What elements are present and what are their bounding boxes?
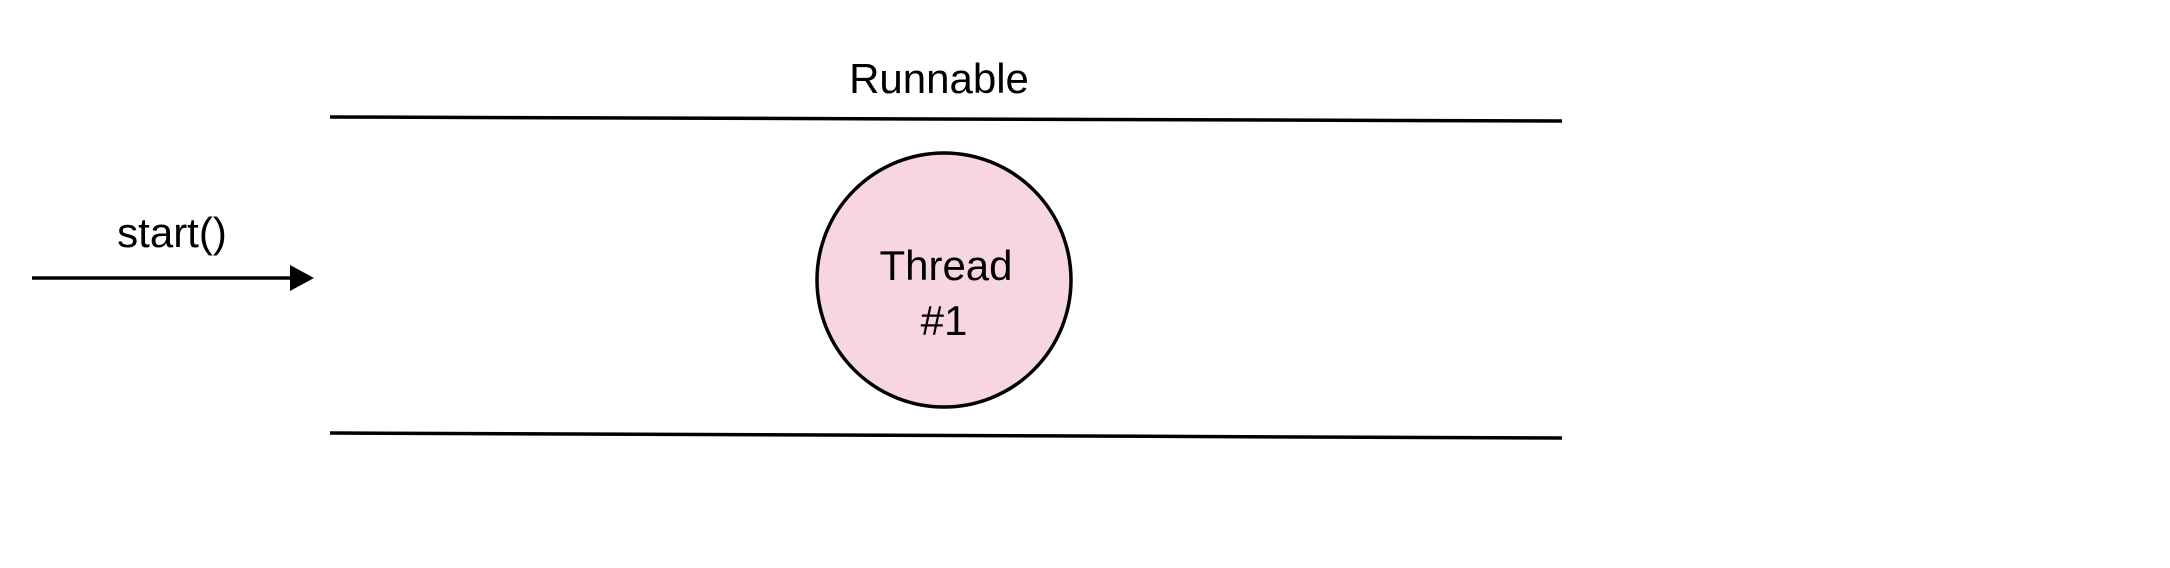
thread-label-line1: Thread xyxy=(879,242,1012,289)
transition-label-start: start() xyxy=(117,209,227,256)
thread-circle xyxy=(815,151,1073,409)
thread-node: Thread #1 xyxy=(815,151,1073,409)
lane-top-line xyxy=(329,115,1563,123)
lane-bottom-line xyxy=(329,431,1563,440)
thread-label-line2: #1 xyxy=(921,297,968,344)
state-label-runnable: Runnable xyxy=(849,55,1029,102)
start-arrow-head-icon xyxy=(290,265,314,291)
